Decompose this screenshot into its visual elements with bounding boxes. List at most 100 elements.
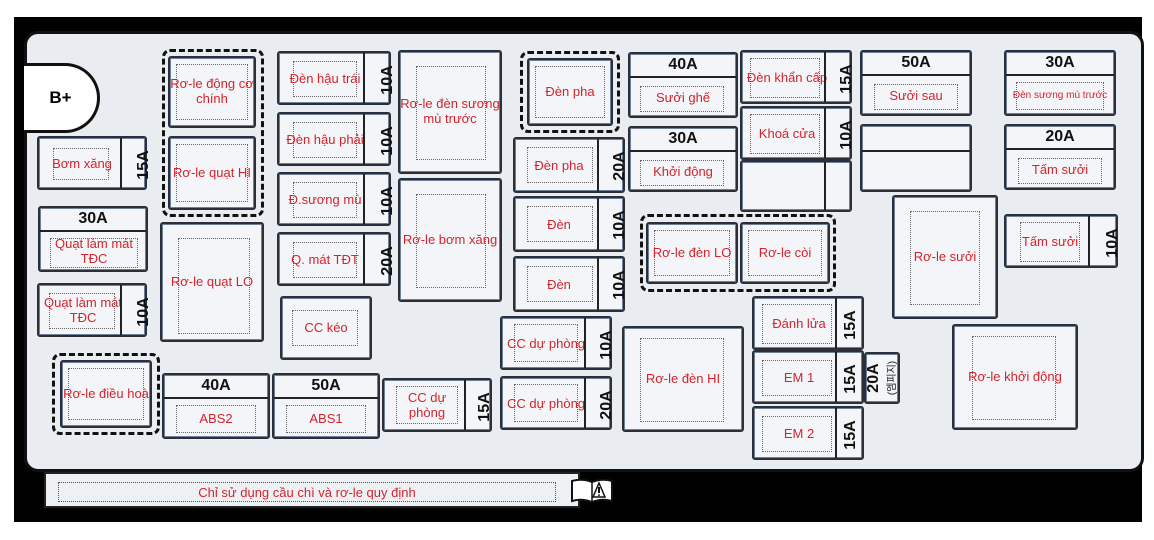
- fuse-rating: 15A: [135, 150, 152, 180]
- relay-suoi: Rơ-le sưởi: [892, 195, 998, 319]
- fuse-em-20a: 20A (엠피지): [864, 352, 900, 404]
- fuse-label: CC kéo: [304, 319, 348, 335]
- manual-book-icon: [571, 478, 613, 504]
- fuse-label: Đèn hậu trái: [289, 70, 361, 86]
- fuse-rating: 20A: [1006, 126, 1114, 150]
- fuse-bom-xang: Bơm xăng 15A: [37, 136, 152, 190]
- fuse-label: Tấm sưởi: [1021, 233, 1079, 249]
- relay-label: Rơ-le quạt HI: [173, 164, 251, 180]
- fuse-abs2: 40A ABS2: [162, 373, 270, 439]
- fuse-label: Bơm xăng: [52, 155, 112, 171]
- fuse-rating: 30A: [40, 208, 146, 232]
- fuse-tam-suoi-20: 20A Tấm sưởi: [1004, 124, 1116, 190]
- fuse-suoi-ghe: 40A Sưởi ghế: [628, 52, 738, 118]
- fuse-q-mat-tdt: Q. mát TĐT 20A: [277, 232, 396, 286]
- relay-label: Rơ-le quạt LO: [170, 273, 254, 289]
- fuse-khoa-cua: Khoá cửa 10A: [740, 106, 855, 160]
- fuse-label: Khởi động: [653, 163, 713, 179]
- fuse-label: Đ.sương mù: [288, 191, 362, 207]
- footer-note: Chỉ sử dụng cầu chì và rơ-le quy định: [44, 472, 613, 508]
- fuse-label: Đèn khẩn cấp: [746, 69, 828, 85]
- relay-coi: Rơ-le còi: [740, 222, 830, 284]
- fuse-label: Quạt làm mát TĐC: [43, 295, 123, 325]
- fuse-label: Đèn pha: [534, 157, 584, 173]
- fuse-label: ABS1: [309, 410, 343, 426]
- relay-label: Rơ-le đèn HI: [645, 370, 721, 386]
- fuse-slot-empty-2: [860, 124, 972, 192]
- fuse-rating: 15A: [842, 420, 859, 450]
- fuse-rating: 40A: [630, 54, 736, 78]
- relay-group-lo-coi: [640, 214, 836, 292]
- fuse-label: Đèn: [547, 276, 571, 292]
- fuse-suoi-sau: 50A Sưởi sau: [860, 50, 972, 116]
- relay-quat-lo: Rơ-le quạt LO: [160, 222, 264, 342]
- relay-label: Đèn pha: [545, 83, 595, 99]
- fuse-label: Đèn sương mù trước: [1012, 90, 1108, 102]
- fuse-d-suong-mu: Đ.sương mù 10A: [277, 172, 396, 226]
- relay-label: Rơ-le đèn LO: [652, 244, 732, 260]
- relay-khoi-dong: Rơ-le khởi động: [952, 324, 1078, 430]
- relay-group-dieu-hoa: [52, 353, 160, 435]
- fuse-rating: 40A: [164, 375, 268, 399]
- fuse-rating: 30A: [1006, 52, 1114, 76]
- fuse-label: CC dự phòng: [506, 335, 586, 351]
- relay-label: Rơ-le điều hoà: [63, 385, 149, 401]
- relay-label: Rơ-le còi: [758, 244, 812, 260]
- fuse-den-2: Đèn 10A: [513, 256, 628, 312]
- fuse-quat-tdc-30: 30A Quạt làm mát TĐC: [38, 206, 148, 272]
- fuse-tam-suoi-10: Tấm sưởi 10A: [1004, 214, 1121, 268]
- fuse-label: Khoá cửa: [758, 125, 816, 141]
- fuse-den-pha-20: Đèn pha 20A: [513, 137, 628, 193]
- fuse-den-khan-cap: Đèn khẩn cấp 15A: [740, 50, 855, 104]
- fuse-em2: EM 2 15A: [752, 406, 864, 460]
- relay-label: Rơ-le khởi động: [968, 368, 1062, 384]
- fuse-note: (엠피지): [886, 360, 898, 396]
- fuse-danh-lua: Đánh lửa 15A: [752, 296, 864, 350]
- fuse-rating: 10A: [611, 210, 628, 240]
- fuse-den-suong-mu-truoc: 30A Đèn sương mù trước: [1004, 50, 1116, 116]
- fuse-rating: 50A: [274, 375, 378, 399]
- relay-den-suong-mu-truoc: Rơ-le đèn sương mù trước: [398, 50, 502, 174]
- fuse-label: EM 2: [783, 425, 815, 441]
- relay-label: Rơ-le bơm xăng: [402, 231, 498, 247]
- fuse-label: Đèn: [547, 216, 571, 232]
- fuse-cc-keo: CC kéo: [280, 296, 372, 360]
- fuse-label: Đèn hậu phải: [286, 131, 364, 147]
- fuse-rating: 15A: [842, 310, 859, 340]
- fuse-label: ABS2: [199, 410, 233, 426]
- fuse-den-hau-phai: Đèn hậu phải 10A: [277, 112, 396, 166]
- fuse-label: Quạt làm mát TĐC: [54, 236, 134, 266]
- fuse-cc-du-phong-3: CC dự phòng 20A: [500, 376, 615, 430]
- fuse-label: Q. mát TĐT: [291, 251, 359, 267]
- fuse-cc-du-phong-2: CC dự phòng 10A: [500, 316, 615, 370]
- relay-dong-co-chinh: Rơ-le động cơ chính: [168, 56, 256, 128]
- fuse-rating: 50A: [862, 52, 970, 76]
- fuse-label: CC dự phòng: [407, 390, 447, 420]
- fuse-label: Tấm sưởi: [1031, 161, 1089, 177]
- fuse-cc-du-phong-1: CC dự phòng 15A: [382, 378, 493, 432]
- relay-label: Rơ-le động cơ chính: [170, 76, 254, 106]
- fuse-abs1: 50A ABS1: [272, 373, 380, 439]
- relay-den-lo: Rơ-le đèn LO: [646, 222, 738, 284]
- relay-bom-xang: Rơ-le bơm xăng: [398, 178, 502, 302]
- fuse-den-hau-trai: Đèn hậu trái 10A: [277, 51, 396, 105]
- relay-label: Rơ-le đèn sương mù trước: [400, 96, 500, 126]
- relay-den-hi: Rơ-le đèn HI: [622, 326, 744, 432]
- fuse-slot-empty: [740, 160, 852, 212]
- fuse-rating: 30A: [630, 128, 736, 152]
- footer-text: Chỉ sử dụng cầu chì và rơ-le quy định: [58, 482, 556, 502]
- relay-quat-hi: Rơ-le quạt HI: [168, 136, 256, 210]
- relay-group-den-pha: [520, 51, 620, 133]
- fuse-rating: 10A: [611, 270, 628, 300]
- fuse-label: EM 1: [783, 369, 815, 385]
- fuse-label: Sưởi ghế: [655, 89, 711, 105]
- fuse-rating: 10A: [1104, 228, 1121, 258]
- fuse-quat-tdc-10: Quạt làm mát TĐC 10A: [37, 283, 152, 337]
- fuse-label: Đánh lửa: [772, 315, 826, 331]
- relay-dieu-hoa: Rơ-le điều hoà: [60, 360, 152, 428]
- fuse-em1: EM 1 15A: [752, 350, 864, 404]
- relay-den-pha: Đèn pha: [527, 58, 613, 126]
- fuse-label: Sưởi sau: [889, 87, 943, 103]
- fuse-label: CC dự phòng: [506, 395, 586, 411]
- fuse-khoi-dong: 30A Khởi động: [628, 126, 738, 192]
